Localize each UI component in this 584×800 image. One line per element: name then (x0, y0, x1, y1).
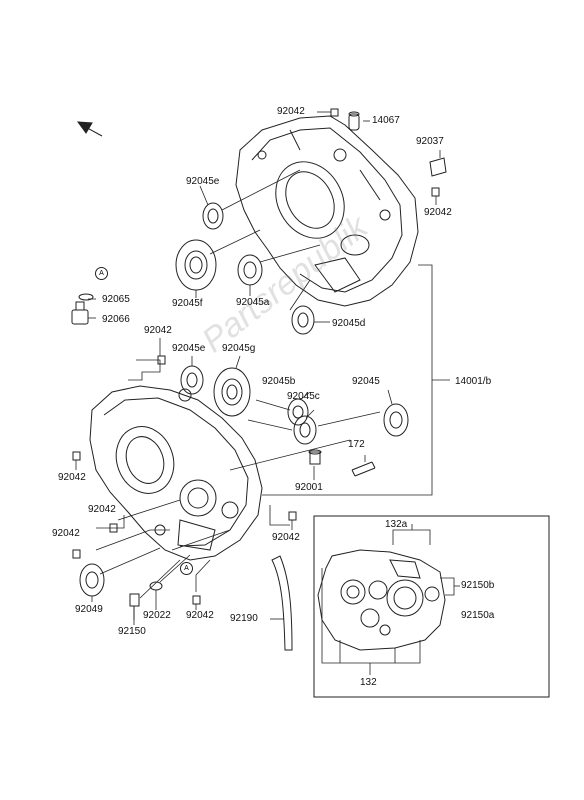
part-label: 92045e (172, 343, 206, 354)
upper-crankcase-half (236, 116, 418, 306)
part-label: 92045a (236, 297, 270, 308)
part-label: 92150a (461, 610, 495, 621)
part-label: 92066 (102, 314, 130, 325)
part-label: 92045e (186, 176, 220, 187)
part-label: 92049 (75, 604, 103, 615)
bolt-92150 (130, 594, 139, 620)
part-label: 132a (385, 519, 408, 530)
hose-92190 (272, 556, 292, 650)
part-label: 92042 (424, 207, 452, 218)
stud-172 (352, 462, 375, 476)
part-label: 14067 (372, 115, 400, 126)
part-label: 92045b (262, 376, 296, 387)
bearing-92045f (176, 240, 216, 290)
bearing-92045g (214, 368, 250, 416)
part-label: 132 (360, 677, 377, 688)
bearing-92045e-top (203, 203, 223, 229)
part-label: 14001/b (455, 376, 492, 387)
plug-92066 (72, 302, 88, 324)
part-label: 92042 (52, 528, 80, 539)
part-label: 92037 (416, 136, 444, 147)
part-label: 92045c (287, 391, 320, 402)
leader-lines (76, 112, 450, 625)
part-label: 172 (348, 439, 365, 450)
lower-crankcase-half (90, 386, 262, 560)
part-label: 92042 (144, 325, 172, 336)
reference-marker-a: A (95, 267, 108, 280)
part-label: 92045 (352, 376, 380, 387)
part-label: 92001 (295, 482, 323, 493)
part-label: 92042 (272, 532, 300, 543)
plate-92037 (430, 158, 446, 176)
part-label: 92022 (143, 610, 171, 621)
part-label: 92150b (461, 580, 495, 591)
bearing-92045 (384, 404, 408, 436)
bearing-92045e-mid (181, 366, 203, 394)
bearing-92045b (288, 399, 308, 425)
part-label: 92042 (186, 610, 214, 621)
washer-92065 (79, 294, 93, 300)
part-label: 92045d (332, 318, 366, 329)
part-label: 92045f (172, 298, 203, 309)
dowel-pin-14067 (349, 112, 359, 130)
part-label: 92042 (58, 472, 86, 483)
crankcase-assembly-inset (314, 516, 549, 697)
part-label: 92150 (118, 626, 146, 637)
front-direction-arrow-icon (78, 122, 102, 136)
part-label: 92065 (102, 294, 130, 305)
plug-92001 (309, 450, 321, 464)
part-label: 92190 (230, 613, 258, 624)
part-label: 92042 (277, 106, 305, 117)
bearing-92045d (292, 306, 314, 334)
bearing-92045c (294, 416, 316, 444)
part-label: 92045g (222, 343, 256, 354)
reference-marker-a: A (180, 562, 193, 575)
part-label: 92042 (88, 504, 116, 515)
oil-seal-92049 (80, 564, 104, 596)
